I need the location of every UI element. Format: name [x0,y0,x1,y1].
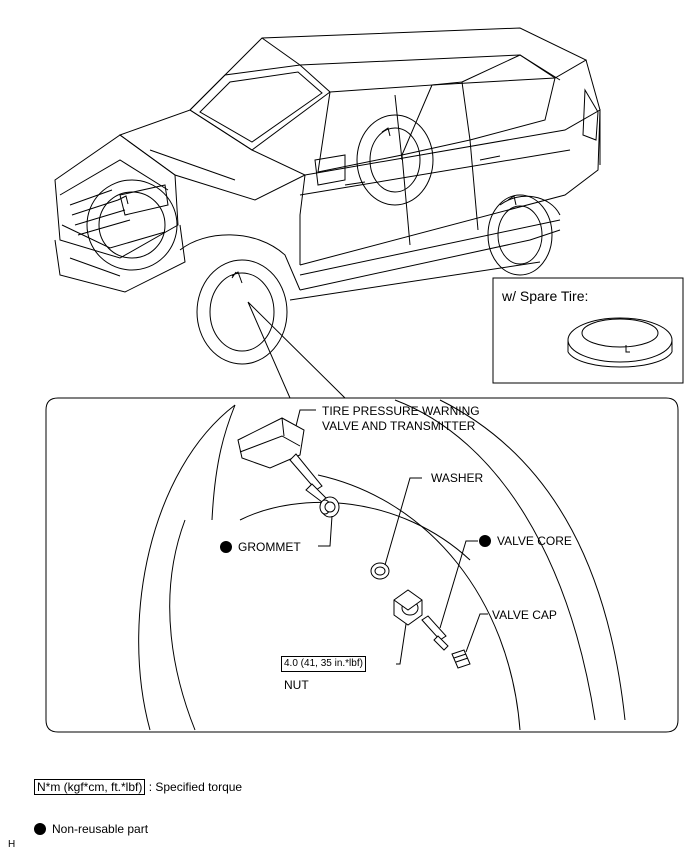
spare-tire-box [492,277,684,384]
valve-core-label: VALVE CORE [497,534,572,548]
transmitter-part [237,417,327,503]
figure-code: H [8,839,16,850]
washer-label: WASHER [431,471,484,485]
detail-callout-pointer [247,301,346,399]
vehicle-illustration [54,27,601,365]
torque-legend-desc: : Specified torque [148,780,243,794]
non-reusable-dot-icon [34,823,46,835]
spare-tire-title: w/ Spare Tire: [502,288,589,304]
detail-box [45,397,679,733]
torque-legend: N*m (kgf*cm, ft.*lbf) : Specified torque [34,779,243,795]
grommet-part [319,496,340,518]
transmitter-label-line1: TIRE PRESSURE WARNING [322,404,480,418]
grommet-label: GROMMET [238,540,301,554]
valve-core-part [421,615,449,651]
torque-unit-box: N*m (kgf*cm, ft.*lbf) [34,779,146,795]
washer-part [370,562,390,580]
nut-label: NUT [284,678,309,692]
grommet-callout: GROMMET [220,540,301,554]
non-reusable-legend: Non-reusable part [34,822,148,836]
nut-part [393,589,423,626]
valve-cap-part [451,649,471,669]
valve-cap-label: VALVE CAP [492,608,557,622]
non-reusable-dot-icon [220,541,232,553]
non-reusable-dot-icon [479,535,491,547]
transmitter-label-line2: VALVE AND TRANSMITTER [322,419,476,433]
valve-core-callout: VALVE CORE [479,534,572,548]
nut-torque-box: 4.0 (41, 35 in.*lbf) [281,656,366,672]
non-reusable-legend-text: Non-reusable part [52,822,149,836]
